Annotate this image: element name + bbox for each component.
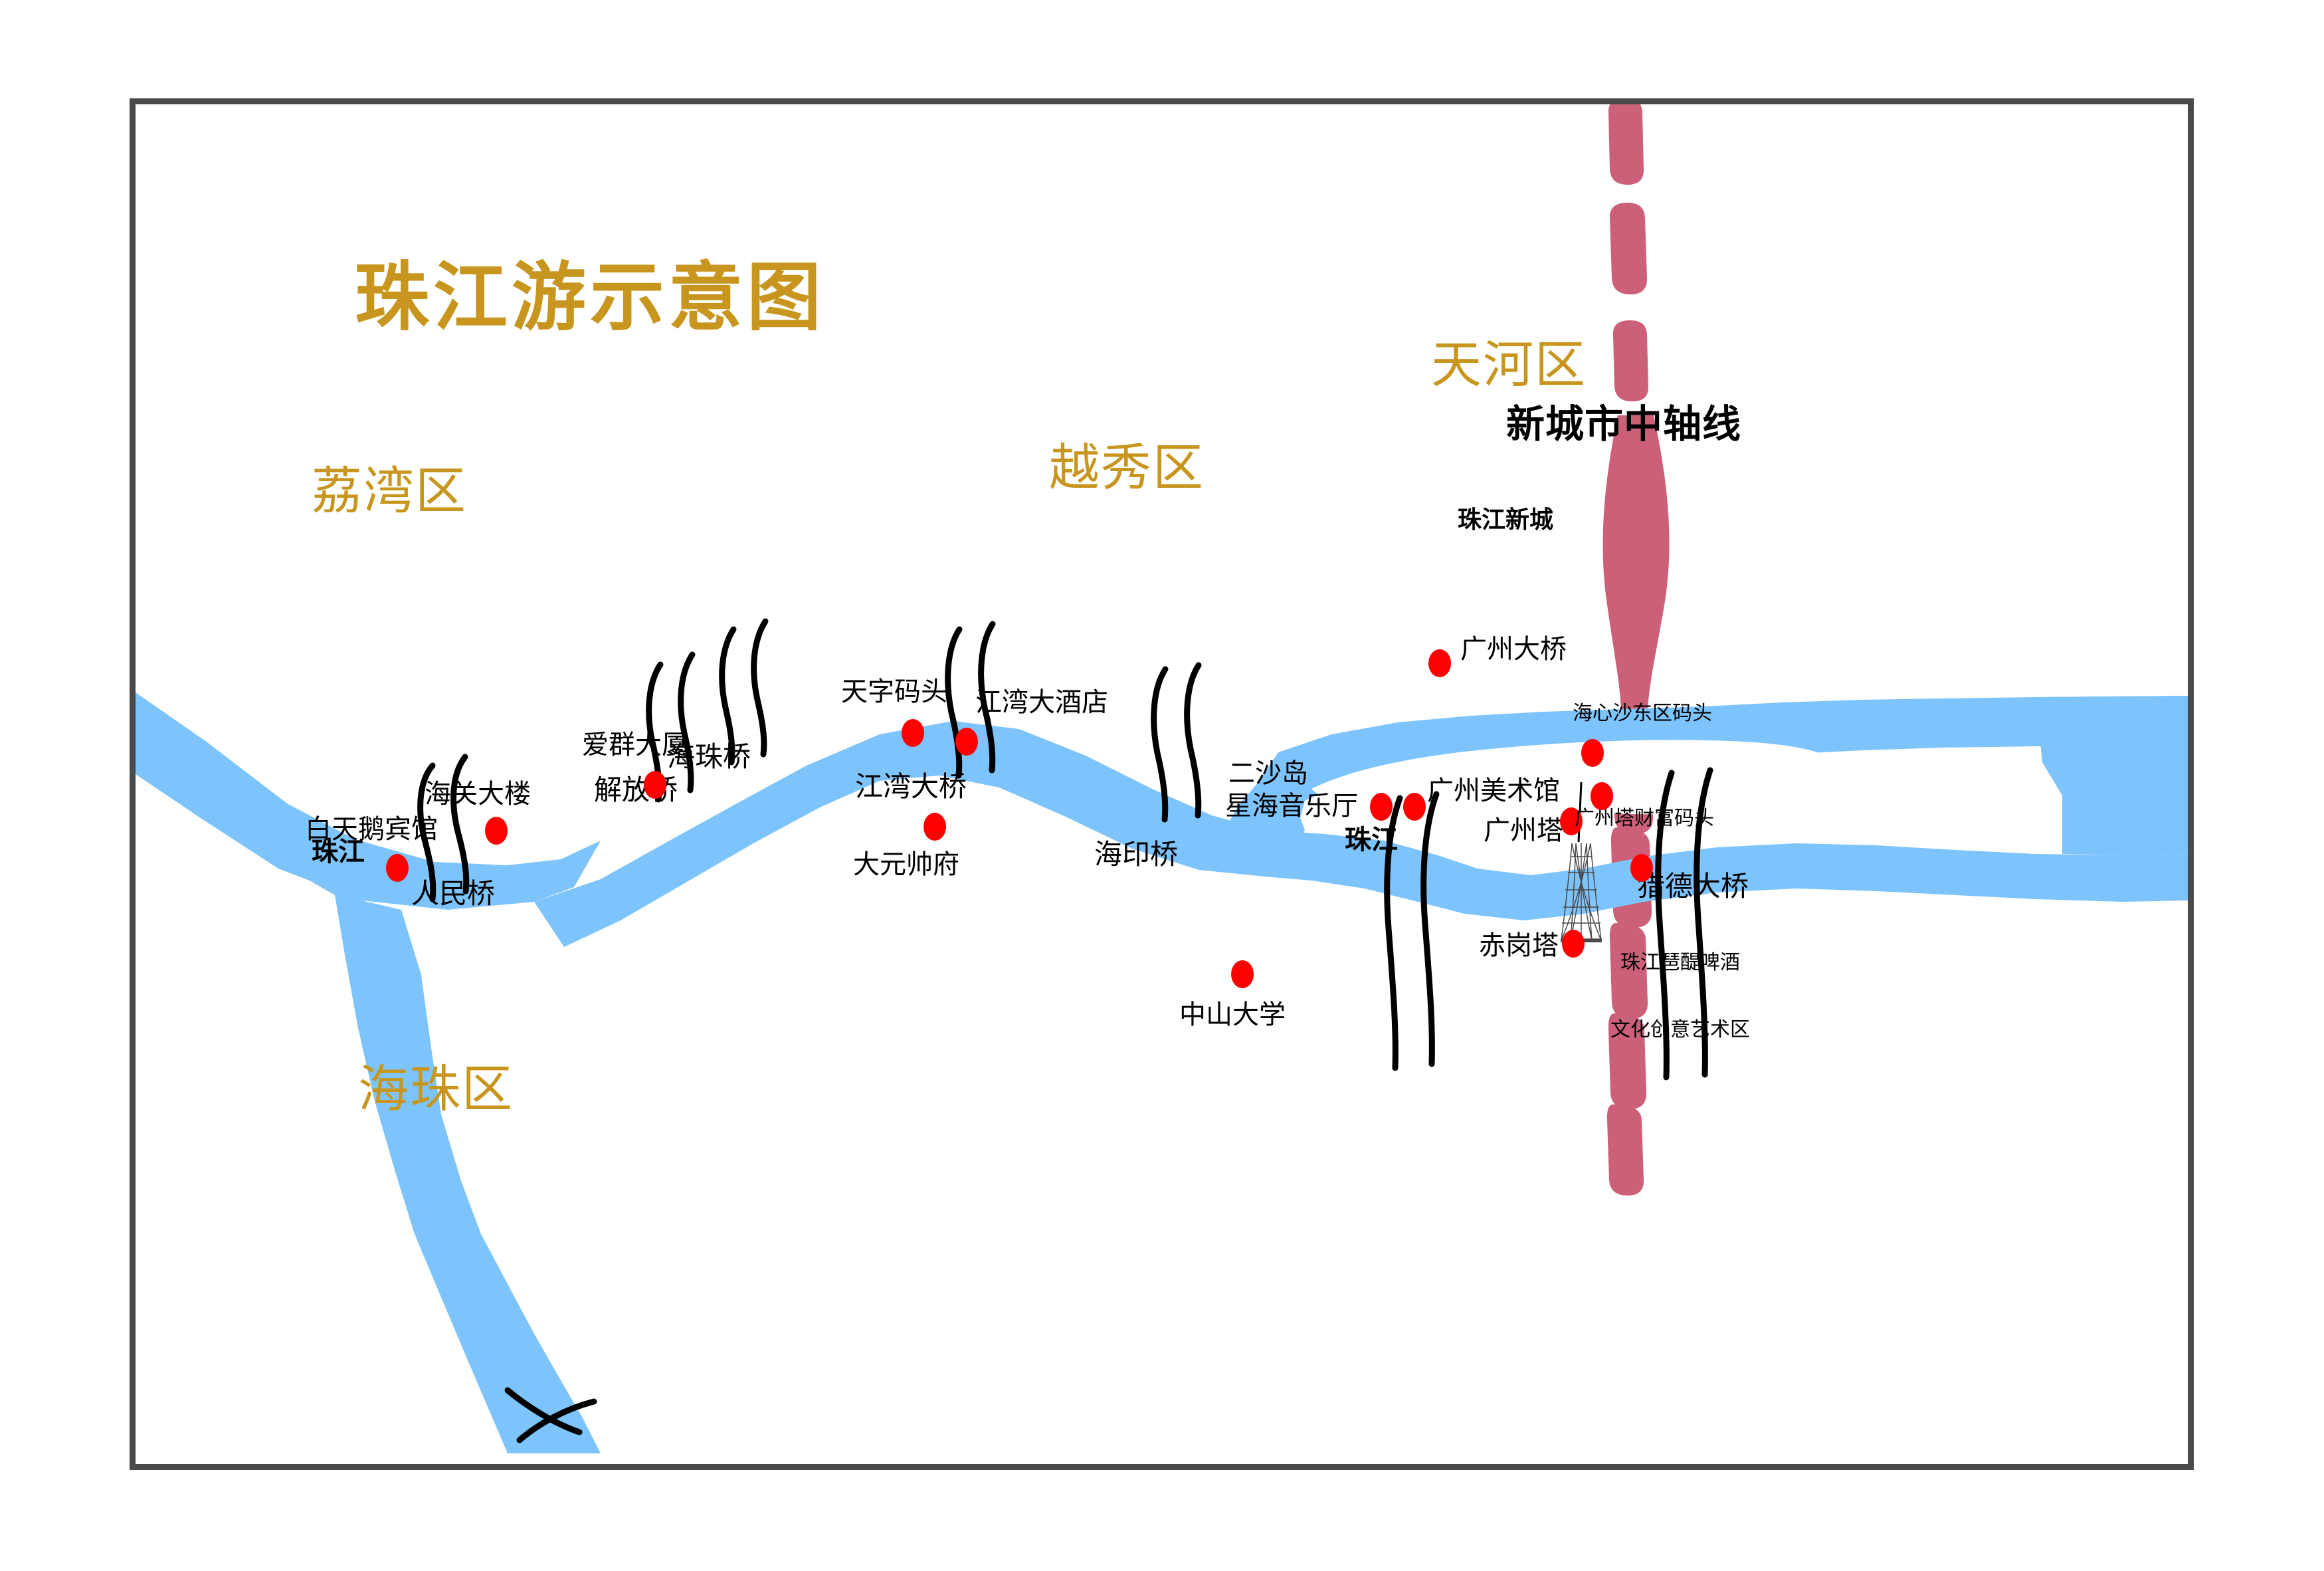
river-label-west: 珠江 bbox=[312, 837, 365, 867]
poi-marker-guangzhou-bridge[interactable] bbox=[1428, 649, 1451, 677]
poi-label-sun-yat-sen-university: 中山大学 bbox=[1179, 1000, 1286, 1029]
poi-label-haixinsha-east-wharf: 海心沙东区码头 bbox=[1573, 702, 1712, 724]
poi-label-jiangwan-hotel: 江湾大酒店 bbox=[975, 688, 1108, 717]
poi-marker-chigang-pagoda[interactable] bbox=[1562, 930, 1585, 958]
poi-label-canton-tower-wharf: 广州塔财富码头 bbox=[1575, 807, 1714, 829]
river-label-east: 珠江 bbox=[1345, 825, 1398, 855]
poi-label-tianzi-wharf: 天字码头 bbox=[841, 677, 947, 706]
poi-label-line-1: 珠江琶醍啤酒 bbox=[1620, 952, 1740, 974]
zhujiang-new-town-label: 珠江新城 bbox=[1458, 506, 1554, 533]
poi-label-customs-house: 海关大楼 bbox=[425, 780, 531, 809]
new-city-axis-label: 新城市中轴线 bbox=[1506, 403, 1742, 446]
poi-marker-canton-tower-wharf[interactable] bbox=[1591, 782, 1613, 810]
map-frame: 珠江游示意图 荔湾区 越秀区 海珠区 天河区 新城市中轴线 珠江新城 珠江 珠江… bbox=[130, 98, 2194, 1470]
poi-label-guangzhou-bridge: 广州大桥 bbox=[1460, 635, 1567, 664]
poi-label-chigang-pagoda: 赤岗塔 bbox=[1479, 931, 1559, 960]
poi-label-pearl-river-beer-art-zone: 珠江琶醍啤酒 文化创意艺术区 bbox=[1610, 907, 1750, 1086]
poi-label-generalissimo-mansion: 大元帅府 bbox=[853, 850, 959, 879]
pearl-river-water bbox=[136, 593, 2188, 1453]
bridge-strokes bbox=[417, 618, 1713, 1443]
poi-marker-aiqun-building[interactable] bbox=[644, 771, 666, 799]
poi-marker-guangzhou-art-museum[interactable] bbox=[1403, 793, 1426, 821]
poi-marker-customs-house[interactable] bbox=[485, 817, 508, 845]
poi-marker-haixinsha-east-wharf[interactable] bbox=[1581, 739, 1604, 767]
poi-marker-canton-tower[interactable] bbox=[1560, 807, 1583, 835]
poi-label-line-2: 文化创意艺术区 bbox=[1610, 1018, 1750, 1041]
poi-marker-generalissimo-mansion[interactable] bbox=[923, 813, 946, 841]
island-label-ersha: 二沙岛 bbox=[1228, 759, 1308, 788]
district-label-haizhu: 海珠区 bbox=[358, 1061, 514, 1118]
poi-marker-jiangwan-hotel[interactable] bbox=[955, 728, 978, 756]
poi-marker-tianzi-wharf[interactable] bbox=[902, 719, 924, 747]
poi-label-aiqun-building: 爱群大厦 bbox=[582, 730, 688, 760]
district-label-tianhe: 天河区 bbox=[1431, 337, 1587, 393]
bridge-label-haizhu: 海珠桥 bbox=[667, 741, 751, 772]
poi-marker-xinghai-concert-hall[interactable] bbox=[1370, 793, 1393, 821]
bridge-label-renmin: 人民桥 bbox=[411, 878, 496, 909]
poi-label-guangzhou-art-museum: 广州美术馆 bbox=[1427, 776, 1560, 805]
poi-label-canton-tower: 广州塔 bbox=[1484, 816, 1563, 845]
district-label-yuexiu: 越秀区 bbox=[1049, 440, 1205, 496]
bridge-label-liede: 猎德大桥 bbox=[1637, 871, 1749, 902]
bridge-label-jiangwan: 江湾大桥 bbox=[855, 771, 967, 802]
map-graphics bbox=[136, 104, 2188, 1453]
poi-marker-sun-yat-sen-university[interactable] bbox=[1231, 960, 1254, 988]
bridge-label-haiyin: 海印桥 bbox=[1094, 839, 1179, 870]
poi-label-xinghai-concert-hall: 星海音乐厅 bbox=[1225, 791, 1358, 821]
new-city-axis-band bbox=[1602, 104, 1670, 1196]
poi-marker-pearl-river-beer-art-zone[interactable] bbox=[1630, 854, 1653, 882]
poi-marker-white-swan-hotel[interactable] bbox=[386, 854, 409, 882]
page-title: 珠江游示意图 bbox=[355, 256, 825, 339]
district-label-liwan: 荔湾区 bbox=[312, 463, 467, 520]
poi-label-white-swan-hotel: 白天鹅宾馆 bbox=[305, 815, 438, 844]
